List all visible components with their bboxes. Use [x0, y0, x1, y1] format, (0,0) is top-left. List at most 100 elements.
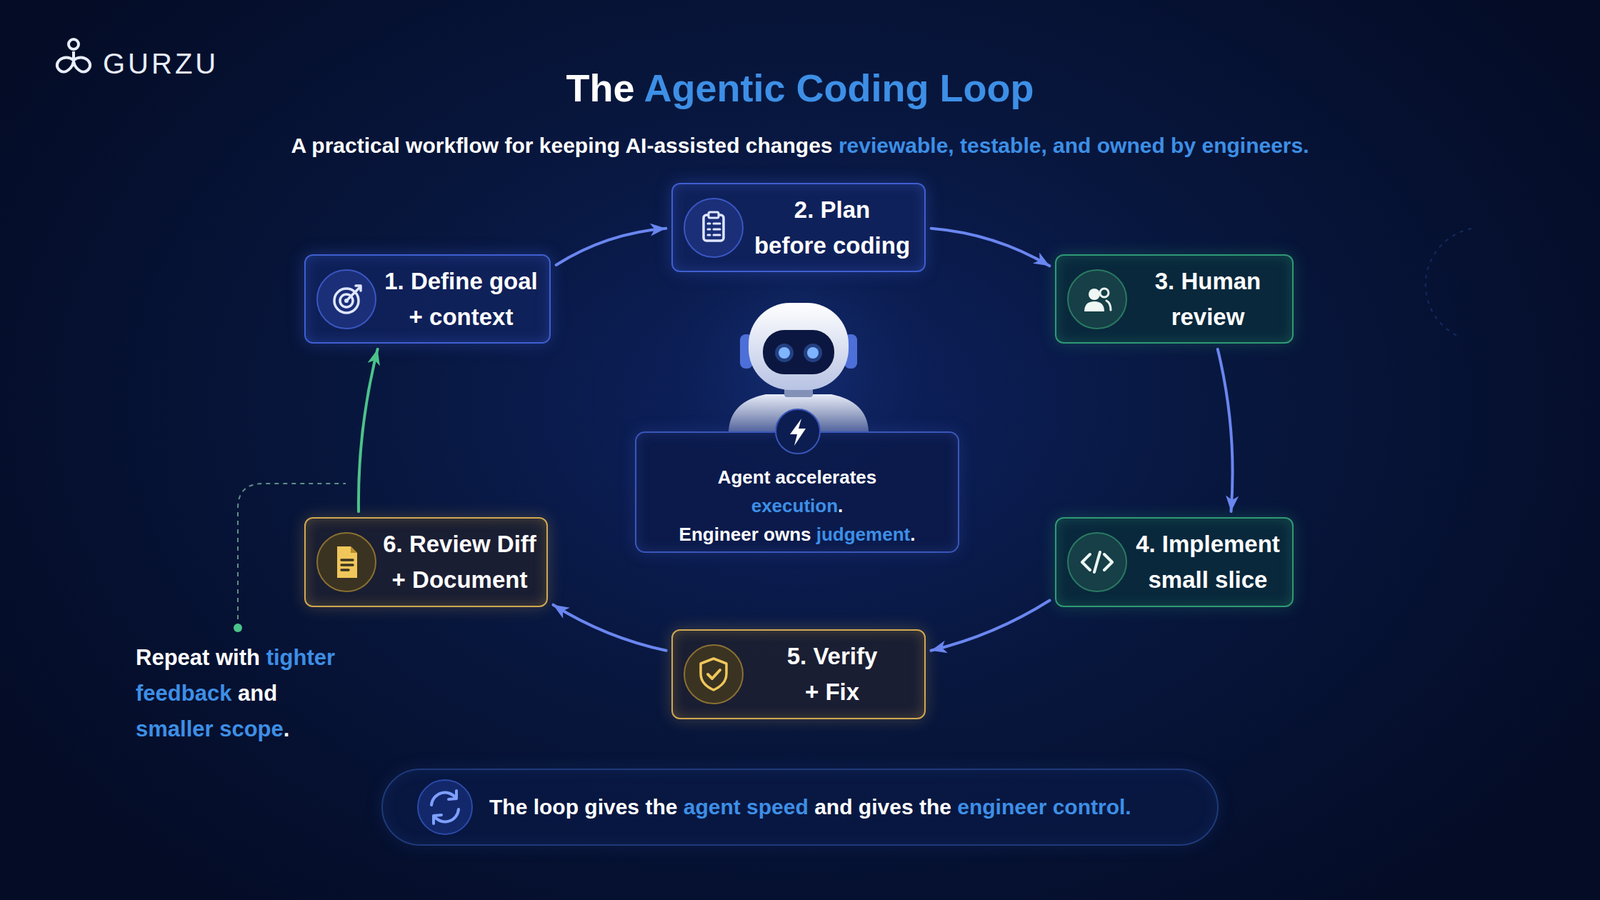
text-line: review — [1127, 299, 1288, 335]
icon-shape — [337, 546, 358, 578]
flow-arrow — [552, 605, 666, 651]
step-box: 6. Review Diff + Document — [304, 517, 548, 608]
icon-shape — [433, 815, 442, 824]
highlight-word: engineer — [957, 795, 1047, 819]
text-area: 3. Human review — [1127, 263, 1293, 335]
text-area: Agent accelerates execution.Engineer own… — [679, 462, 916, 549]
text-line: A practical workflow for keeping AI-assi… — [85, 131, 1515, 160]
decor-arc — [1425, 228, 1472, 336]
highlight-word: owned — [1097, 133, 1165, 158]
diagram-title: The Agentic Coding Loop — [0, 62, 1600, 113]
step-icon — [682, 197, 745, 259]
robot-eye-glow — [775, 343, 794, 363]
step-icon — [1066, 268, 1128, 330]
highlight-word: testable, — [960, 133, 1048, 158]
node-text: 3. Human review — [1127, 263, 1288, 335]
icon-shape — [315, 268, 378, 330]
step-box: 5. Verify + Fix — [671, 629, 926, 720]
highlight-word: feedback — [135, 680, 232, 706]
icon-shape — [341, 560, 353, 570]
text-line: Repeat with tighter — [135, 640, 335, 676]
icon-shape — [700, 658, 727, 690]
highlight-word: Loop — [940, 66, 1035, 110]
text-area: 5. Verify + Fix — [744, 638, 925, 710]
highlight-word: engineers. — [1201, 133, 1309, 158]
icon-shape — [1066, 268, 1128, 330]
icon-shape — [334, 288, 359, 313]
step-icon — [682, 643, 745, 705]
text-line: + context — [377, 299, 545, 335]
node-text: 2. Plan before coding — [744, 192, 920, 264]
robot-eye-glow — [803, 343, 823, 363]
highlight-word: speed — [746, 795, 809, 819]
icon-shape — [346, 287, 360, 301]
robot-shoulders — [728, 394, 869, 432]
icon-shape — [682, 197, 745, 259]
icon-shape — [684, 645, 743, 704]
step-icon — [416, 778, 474, 836]
node-text: The loop gives the agent speed and gives… — [489, 792, 1132, 822]
text-line: The loop gives the agent speed and gives… — [489, 792, 1132, 822]
icon-shape — [1066, 531, 1128, 593]
node-text: 1. Define goal + context — [377, 263, 545, 335]
text-line: Agent accelerates — [679, 462, 916, 492]
text-line: Engineer owns judgement. — [679, 520, 916, 549]
node-text: 5. Verify + Fix — [744, 638, 920, 710]
feedback-note: Repeat with tighter feedback and smaller… — [135, 640, 335, 748]
step-box: 4. Implement small slice — [1055, 517, 1294, 608]
highlight-word: tighter — [266, 645, 335, 670]
icon-shape — [684, 198, 743, 258]
icon-shape — [707, 670, 720, 679]
robot-head — [748, 302, 849, 390]
logo-head — [68, 39, 79, 50]
flow-arrow — [930, 600, 1050, 651]
step-icon — [315, 531, 378, 593]
text-area: The loop gives the agent speed and gives… — [489, 792, 1132, 822]
text-area: 2. Plan before coding — [744, 192, 925, 264]
highlight-word: execution — [751, 495, 838, 517]
icon-shape — [315, 531, 378, 593]
step-box: 2. Plan before coding — [671, 182, 926, 273]
icon-shape — [682, 643, 745, 705]
text-line: before coding — [744, 227, 920, 264]
flow-arrow — [931, 228, 1050, 267]
icon-shape — [355, 285, 361, 291]
logo-icon — [57, 39, 90, 73]
text-line: execution. — [679, 491, 916, 520]
icon-shape — [350, 546, 358, 553]
highlight-word: agent — [683, 795, 741, 819]
text-line: small slice — [1127, 562, 1288, 598]
node-text: 6. Review Diff + Document — [377, 526, 543, 598]
text-line: 4. Implement — [1127, 526, 1288, 563]
logo-figure — [57, 51, 90, 73]
robot-visor — [762, 330, 835, 375]
highlight-word: and — [1052, 133, 1091, 158]
icon-shape — [708, 212, 719, 218]
text-line: 6. Review Diff — [377, 526, 543, 563]
highlight-word: Coding — [796, 66, 930, 110]
highlight-word: Agentic — [644, 66, 786, 110]
text-area: 4. Implement small slice — [1127, 526, 1293, 598]
icon-shape — [448, 790, 457, 800]
icon-shape — [1084, 301, 1105, 312]
icon-shape — [317, 532, 376, 592]
icon-shape — [1088, 288, 1100, 300]
text-line: 1. Define goal — [377, 263, 545, 300]
icon-shape — [317, 270, 376, 329]
text-line: smaller scope. — [135, 711, 335, 748]
node-text: Engineer owns judgement. — [679, 520, 916, 549]
highlight-word: by — [1170, 133, 1196, 158]
highlight-word: scope — [219, 716, 284, 742]
node-text: Agent accelerates execution. — [679, 462, 916, 520]
node-text: 4. Implement small slice — [1127, 526, 1288, 598]
text-line: + Document — [377, 562, 543, 598]
text-line: 5. Verify — [744, 638, 920, 675]
subtitle: A practical workflow for keeping AI-assi… — [85, 131, 1515, 160]
flow-arrow — [556, 228, 667, 265]
principle-box: Agent accelerates execution.Engineer own… — [635, 431, 960, 553]
step-icon — [1066, 531, 1128, 593]
highlight-word: control. — [1052, 795, 1132, 819]
icon-shape — [416, 778, 474, 836]
text-line: 3. Human — [1127, 263, 1288, 300]
